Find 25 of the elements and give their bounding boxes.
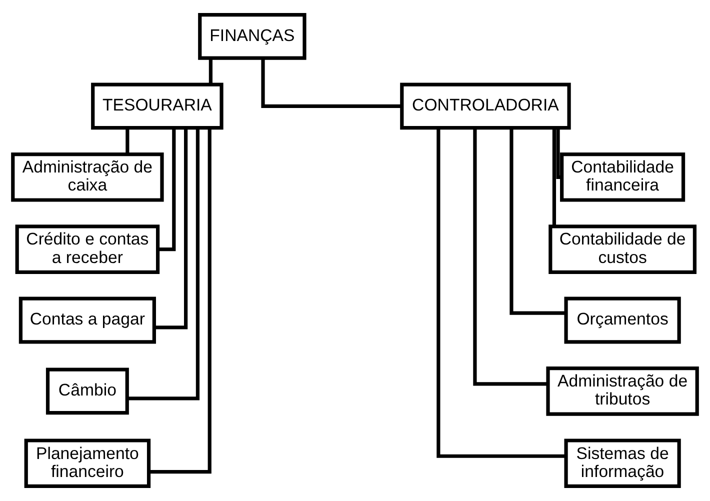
connector <box>556 128 562 179</box>
node-box: Crédito e contas a receber <box>15 224 160 274</box>
node-box: FINANÇAS <box>198 13 306 60</box>
node-box: Administração de caixa <box>11 152 164 202</box>
connector <box>154 128 188 330</box>
node-box: Sistemas de informação <box>564 438 681 488</box>
connector <box>552 128 556 226</box>
connector <box>473 128 548 386</box>
connector <box>436 128 566 458</box>
node-box: Contas a pagar <box>18 296 156 344</box>
node-box: TESOURARIA <box>91 82 224 130</box>
connector <box>127 128 200 400</box>
connector <box>208 58 212 84</box>
node-box: Contabilidade de custos <box>548 224 696 274</box>
connector <box>148 128 212 474</box>
node-box: Planejamento financeiro <box>24 438 151 488</box>
connector <box>261 58 402 108</box>
node-box: Contabilidade financeira <box>560 152 686 202</box>
node-box: CONTROLADORIA <box>400 82 571 130</box>
node-box: Câmbio <box>46 368 129 415</box>
connector <box>510 128 566 315</box>
node-box: Administração de tributos <box>546 366 699 416</box>
connector <box>158 128 176 252</box>
node-box: Orçamentos <box>564 296 681 344</box>
connector <box>126 128 130 154</box>
